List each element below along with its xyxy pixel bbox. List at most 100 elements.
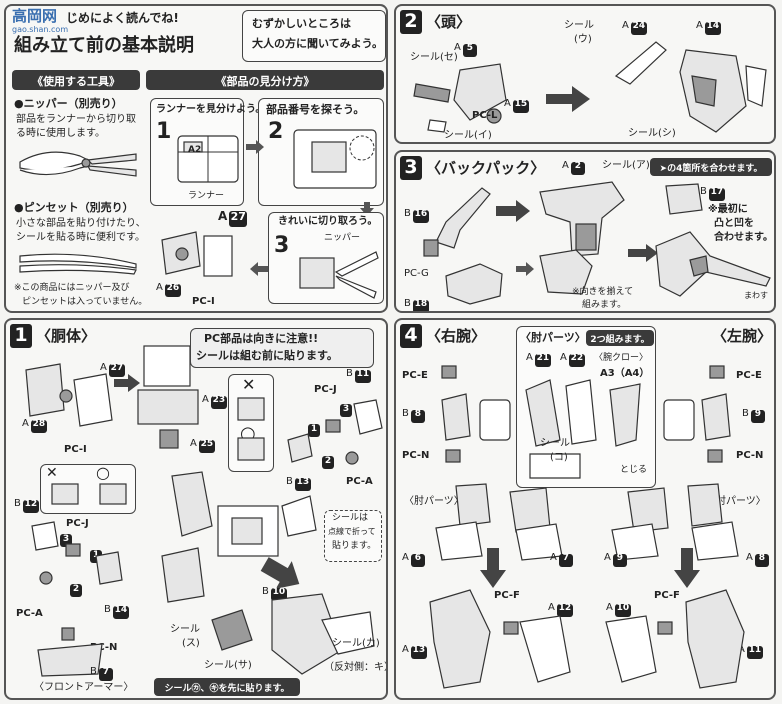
warning-line-1: PC部品は向きに注意!! [204, 332, 319, 345]
step-cut-label: きれいに切り取ろう。 [278, 216, 378, 227]
arrow-right-1 [246, 140, 264, 154]
step-2-number: 2 [400, 10, 422, 34]
mini-step-3-top: 3 [340, 404, 352, 417]
label-seal-sa: シール(サ) [204, 660, 252, 671]
part-number-b18: 18 [412, 299, 429, 311]
step-3-title: 〈バックパック〉 [426, 159, 546, 177]
label-pc-n-body: PC-N [90, 642, 118, 653]
shoulder-joint-top [287, 399, 383, 465]
orientation-part-left [51, 483, 127, 505]
tip-line-1: ※最初に [708, 204, 748, 215]
step-1-number: 1 [10, 324, 32, 348]
label-seal-su-mark: (ス) [182, 638, 200, 649]
right-forearm-stage [435, 483, 563, 561]
part-number-a14: 14 [704, 21, 721, 35]
step-cut-number: 3 [274, 233, 290, 258]
runner-illustration [177, 135, 239, 183]
step-part-number-label: 部品番号を探そう。 [266, 103, 365, 116]
seal-footer-bar: シール㋕、㋖を先に貼ります。 [154, 678, 300, 696]
nipper-label: ニッパー [324, 233, 361, 243]
label-pc-n-left: PC-N [736, 450, 764, 461]
front-armor [37, 627, 103, 677]
tweezers-title: ●ピンセット（別売り） [14, 201, 134, 214]
label-seal-u: シール [564, 20, 594, 31]
front-armor-label: 〈フロントアーマー〉 [34, 682, 134, 693]
correct-mark-left: ○ [96, 463, 110, 482]
part-number-b13: 13 [294, 477, 311, 491]
backpack-part-left [435, 187, 491, 249]
arrow-down-left-arm [674, 548, 700, 588]
tools-note-2: ピンセットは入っていません。 [22, 297, 148, 307]
label-seal-shi: シール(シ) [628, 128, 676, 139]
body-core [137, 345, 199, 449]
part-number-a27-body: 27 [108, 363, 125, 377]
intro-text: じめによく読んでね! [66, 11, 179, 25]
tools-note-1: ※この商品にはニッパー及び [14, 283, 130, 293]
step-1-title: 〈胴体〉 [36, 327, 97, 345]
left-arm-final [605, 589, 745, 689]
elbow-label-right: 〈肘パーツ〉 [404, 496, 464, 507]
tweezers-illustration [19, 253, 137, 275]
label-seal-ko-mark: (コ) [550, 452, 568, 463]
pc-g-part [423, 239, 439, 257]
arrow-down-right-body [260, 557, 300, 589]
label-pc-i-guide: PC-I [192, 296, 215, 307]
part-number-a28: 28 [30, 419, 47, 433]
part-number-b9: 9 [750, 409, 765, 423]
label-pc-g: PC-G [404, 268, 429, 279]
wrong-mark-top: ✕ [242, 375, 256, 394]
shoulder-joint-left [31, 521, 123, 585]
nipper-title: ●ニッパー（別売り） [14, 97, 123, 110]
watermark-url: gao.shan.com [12, 25, 69, 34]
part-number-a2: 2 [570, 161, 585, 175]
claw-label: 〈腕クロー〉 [594, 353, 649, 363]
tip-line-2: 凸と凹を [714, 218, 754, 229]
runner-tag: A2 [188, 145, 202, 155]
part-number-a24: 24 [630, 21, 647, 35]
part-number-a15: 15 [512, 99, 529, 113]
warning-line-2: シールは組む前に貼ります。 [196, 349, 338, 362]
label-pc-j-left: PC-J [66, 518, 89, 529]
part-number-b7: 7 [98, 667, 113, 681]
torso-assembly [161, 471, 317, 603]
arrow-right-backpack [496, 200, 530, 222]
arrow-right-head [546, 86, 590, 112]
backpack-core [539, 181, 625, 257]
part-number-b17: 17 [708, 187, 725, 201]
label-pc-e-left: PC-E [736, 370, 762, 381]
b18-part [445, 263, 503, 305]
label-pc-l: PC-L [472, 110, 498, 121]
guide-part-illustration [161, 231, 233, 277]
label-a3-a4: A3（A4） [600, 368, 650, 379]
part-number-a27: 27 [229, 210, 248, 227]
part-number-b16: 16 [412, 209, 429, 223]
elbow-label-left: 〈肘パーツ〉 [706, 496, 766, 507]
part-number-a25: 25 [198, 439, 215, 453]
wrong-mark-left: ✕ [46, 465, 58, 481]
step-4-right-arm-title: 〈右腕〉 [426, 327, 487, 345]
label-pc-i-body: PC-I [64, 444, 87, 455]
part-number-b11: 11 [354, 369, 371, 383]
seal-note-2: 点線で折って [328, 527, 376, 536]
seal-fold-note [324, 510, 382, 562]
tip-line-3: 合わせます。 [714, 232, 773, 243]
nipper-illustration [19, 151, 137, 177]
